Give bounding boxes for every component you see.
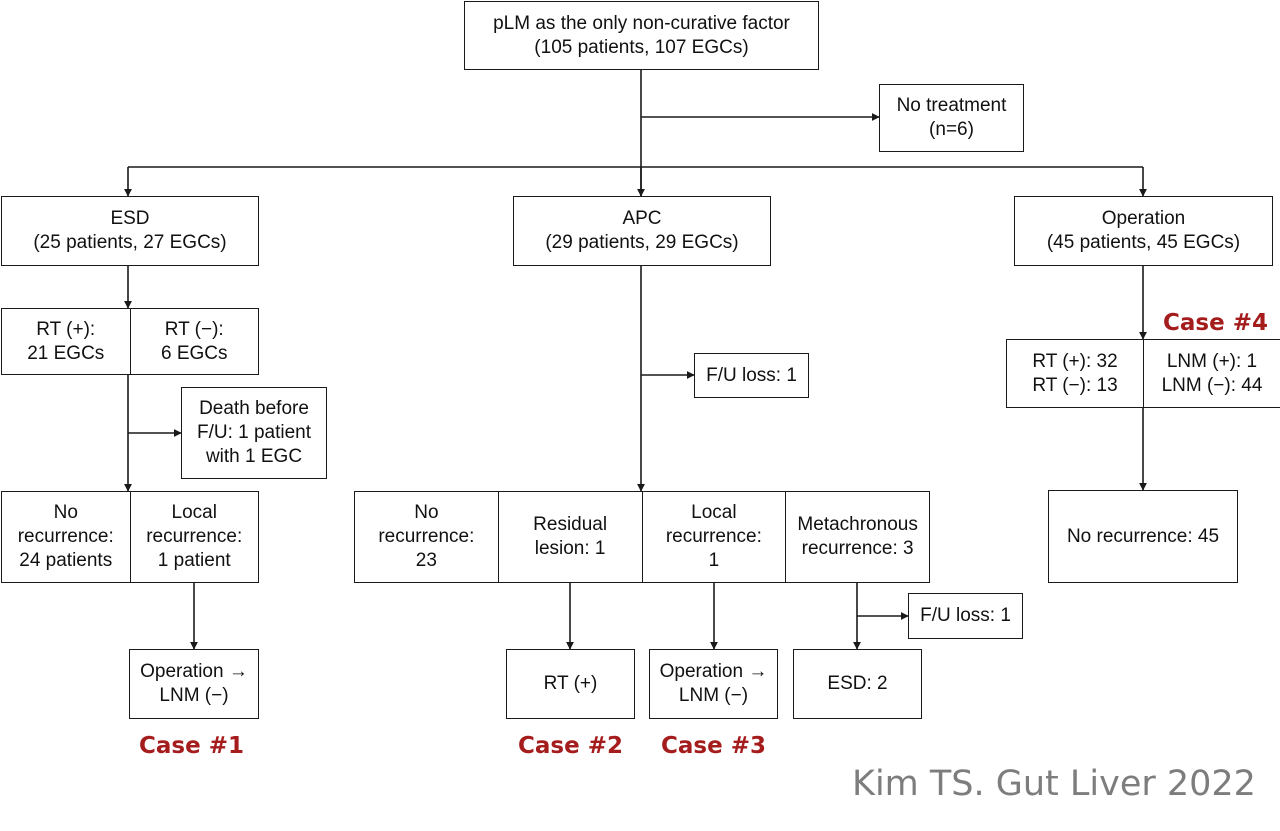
case-3-label: Case #3 xyxy=(661,733,766,759)
apc-fu-loss-label: F/U loss: 1 xyxy=(706,364,797,386)
apc-fu-loss2-label: F/U loss: 1 xyxy=(920,605,1011,626)
esd-local-recurrence: Local recurrence: 1 patient xyxy=(129,492,259,582)
op-no-recurrence-box: No recurrence: 45 xyxy=(1048,490,1238,583)
esd2-label: ESD: 2 xyxy=(827,673,888,694)
apc-residual-lesion: Residual lesion: 1 xyxy=(497,492,642,582)
op-no-recurrence-label: No recurrence: 45 xyxy=(1066,525,1220,547)
death-box: Death before F/U: 1 patient with 1 EGC xyxy=(181,387,327,479)
esd2-box: ESD: 2 xyxy=(793,649,922,719)
esd-operation-label: Operation → LNM (−) xyxy=(140,661,248,706)
case-2-label: Case #2 xyxy=(518,733,623,759)
operation-box: Operation (45 patients, 45 EGCs) xyxy=(1014,196,1273,266)
apc-label: APC (29 patients, 29 EGCs) xyxy=(545,208,739,253)
apc-operation-label: Operation → LNM (−) xyxy=(659,661,768,706)
apc-no-recurrence: No recurrence: 23 xyxy=(378,502,475,571)
apc-operation-box: Operation → LNM (−) xyxy=(649,649,778,719)
esd-rt-pos: RT (+): 21 EGCs xyxy=(27,318,105,364)
op-rt-lnm-box: RT (+): 32 RT (−): 13 LNM (+): 1 LNM (−)… xyxy=(1006,339,1280,408)
esd-rt-neg: RT (−): 6 EGCs xyxy=(129,309,259,374)
apc-box: APC (29 patients, 29 EGCs) xyxy=(513,196,771,266)
esd-label: ESD (25 patients, 27 EGCs) xyxy=(33,208,227,253)
no-treatment-label: No treatment (n=6) xyxy=(896,95,1007,140)
apc-fu-loss2-box: F/U loss: 1 xyxy=(908,593,1023,639)
apc-fu-loss-box: F/U loss: 1 xyxy=(694,353,809,398)
esd-box: ESD (25 patients, 27 EGCs) xyxy=(1,196,259,266)
root-label: pLM as the only non-curative factor (105… xyxy=(493,12,790,58)
operation-label: Operation (45 patients, 45 EGCs) xyxy=(1046,208,1241,253)
esd-no-recurrence: No recurrence: 24 patients xyxy=(17,502,114,571)
op-rt-counts: RT (+): 32 RT (−): 13 xyxy=(1032,350,1118,396)
esd-rt-box: RT (+): 21 EGCs RT (−): 6 EGCs xyxy=(1,308,259,375)
rt-pos-box: RT (+) xyxy=(506,649,635,719)
apc-local-recurrence: Local recurrence: 1 xyxy=(641,492,786,582)
death-label: Death before F/U: 1 patient with 1 EGC xyxy=(196,398,312,467)
op-lnm-counts: LNM (+): 1 LNM (−): 44 xyxy=(1143,340,1280,407)
esd-outcome-box: No recurrence: 24 patients Local recurre… xyxy=(1,491,259,583)
esd-operation-box: Operation → LNM (−) xyxy=(129,649,259,719)
citation: Kim TS. Gut Liver 2022 xyxy=(852,764,1256,804)
no-treatment-box: No treatment (n=6) xyxy=(879,84,1024,152)
root-box: pLM as the only non-curative factor (105… xyxy=(464,1,819,70)
apc-outcome-box: No recurrence: 23 Residual lesion: 1 Loc… xyxy=(354,491,930,583)
case-4-label: Case #4 xyxy=(1163,310,1268,336)
apc-metachronous-recurrence: Metachronous recurrence: 3 xyxy=(785,492,929,582)
rt-pos-label: RT (+) xyxy=(543,673,598,694)
case-1-label: Case #1 xyxy=(139,733,244,759)
